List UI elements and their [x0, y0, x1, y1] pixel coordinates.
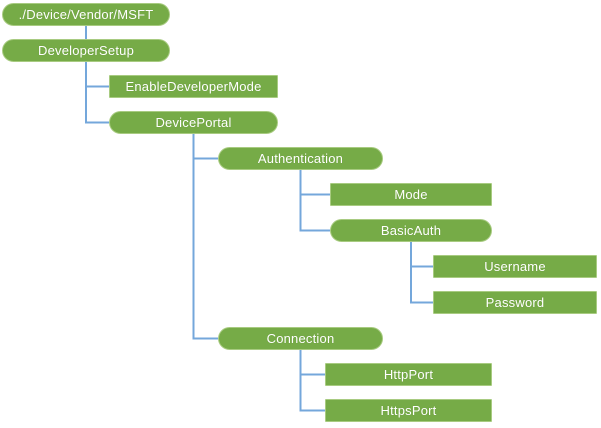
node-label: Authentication — [257, 151, 344, 166]
node-developersetup: DeveloperSetup — [2, 39, 170, 62]
node-root: ./Device/Vendor/MSFT — [2, 3, 170, 26]
node-mode: Mode — [330, 183, 492, 206]
node-label: HttpPort — [383, 367, 434, 382]
node-label: EnableDeveloperMode — [125, 79, 262, 94]
node-label: Connection — [266, 331, 335, 346]
node-label: HttpsPort — [380, 403, 437, 418]
node-authentication: Authentication — [218, 147, 383, 170]
node-label: Mode — [394, 187, 428, 202]
node-label: ./Device/Vendor/MSFT — [18, 7, 154, 22]
node-deviceportal: DevicePortal — [109, 111, 278, 134]
node-httpsport: HttpsPort — [325, 399, 492, 422]
node-label: Password — [485, 295, 545, 310]
node-label: DevicePortal — [155, 115, 232, 130]
node-connection: Connection — [218, 327, 383, 350]
node-username: Username — [433, 255, 597, 278]
node-enabledevelopermode: EnableDeveloperMode — [109, 75, 278, 98]
node-password: Password — [433, 291, 597, 314]
node-label: Username — [484, 259, 546, 274]
node-httpport: HttpPort — [325, 363, 492, 386]
node-label: BasicAuth — [380, 223, 442, 238]
node-basicauth: BasicAuth — [330, 219, 492, 242]
node-label: DeveloperSetup — [37, 43, 135, 58]
